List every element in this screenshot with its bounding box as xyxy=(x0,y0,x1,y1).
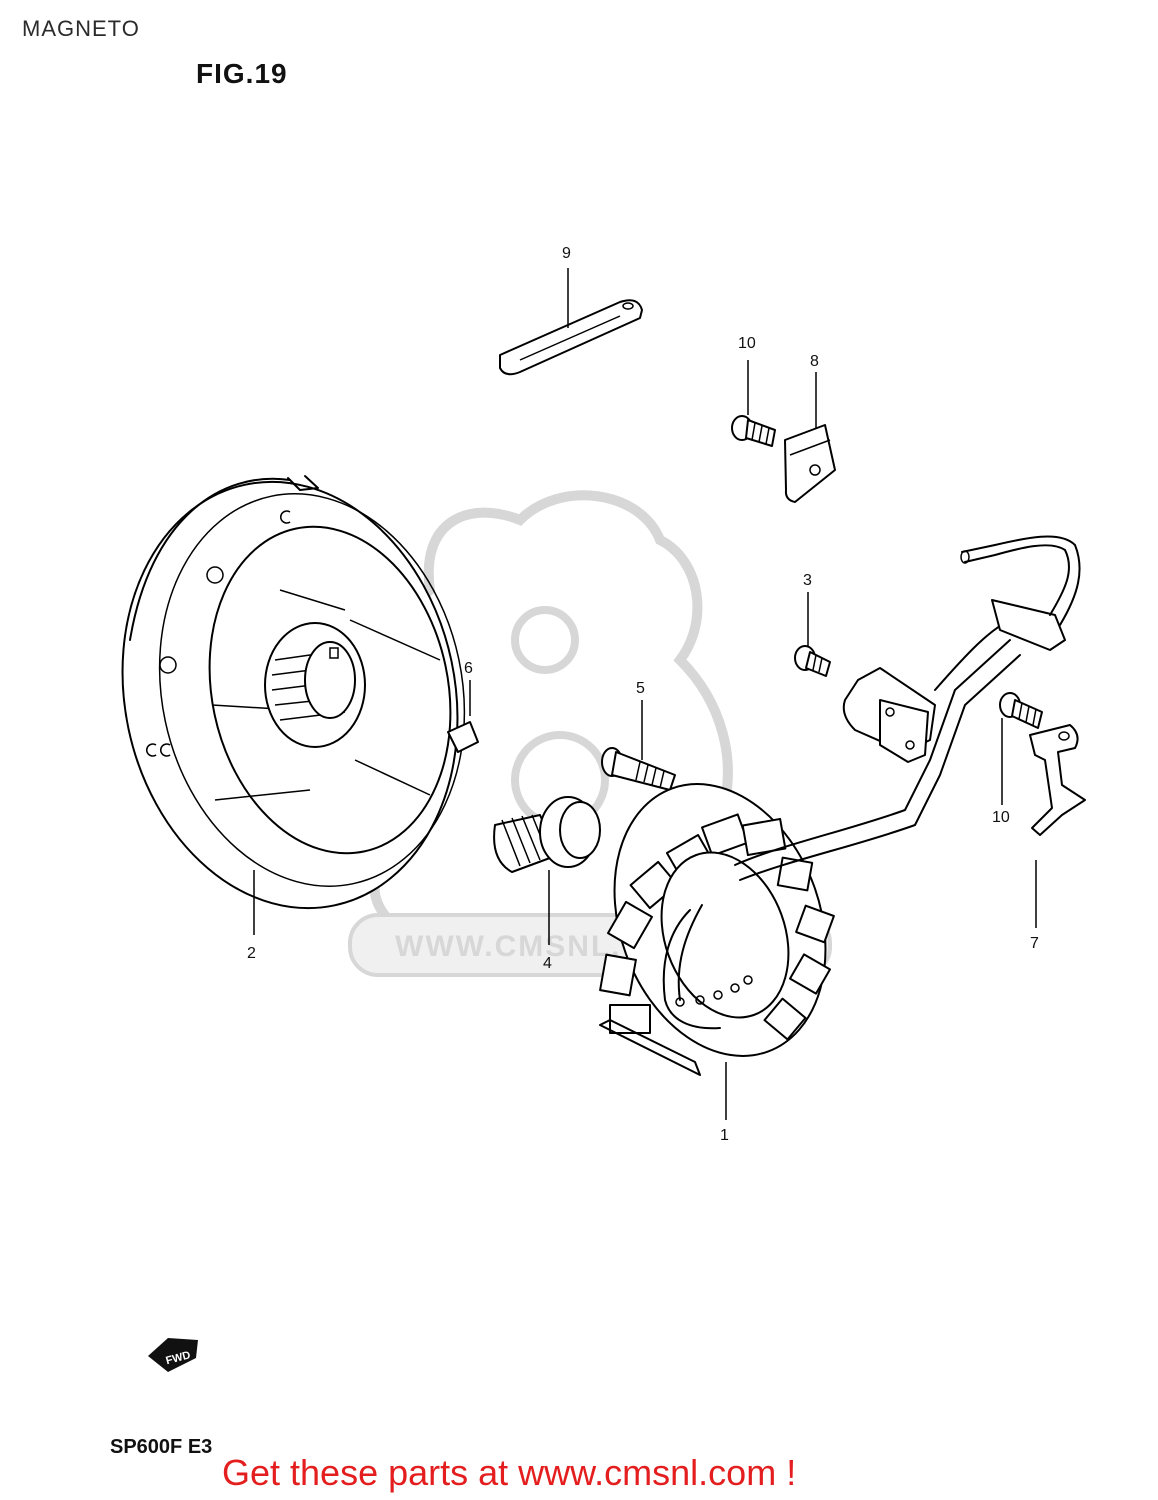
part-bracket xyxy=(1029,724,1086,928)
callout-8: 8 xyxy=(810,353,819,370)
model-code: SP600F E3 xyxy=(110,1436,213,1458)
callout-3: 3 xyxy=(803,572,812,589)
part-harness xyxy=(734,535,1081,881)
part-rotor xyxy=(121,475,466,935)
callout-4: 4 xyxy=(543,955,552,972)
part-rotor-bolt xyxy=(493,796,601,945)
part-screw-3 xyxy=(794,592,831,677)
cta-link[interactable]: Get these parts at www.cmsnl.com ! xyxy=(222,1452,797,1493)
part-clamp-strip xyxy=(499,268,643,376)
page-title: MAGNETO xyxy=(22,16,140,41)
part-bolt xyxy=(601,700,676,791)
callout-10-top: 10 xyxy=(738,335,756,352)
callout-5: 5 xyxy=(636,680,645,697)
forward-direction-badge: FWD xyxy=(148,1338,198,1372)
part-screw-right xyxy=(999,692,1043,805)
callout-6: 6 xyxy=(464,660,473,677)
part-key xyxy=(447,680,479,753)
callout-1: 1 xyxy=(720,1127,729,1144)
figure-number: FIG.19 xyxy=(196,58,288,89)
callout-9: 9 xyxy=(562,245,571,262)
part-screw-top xyxy=(731,360,776,447)
callout-2: 2 xyxy=(247,945,256,962)
part-stator xyxy=(599,783,835,1120)
callout-7: 7 xyxy=(1030,935,1039,952)
callout-10-right: 10 xyxy=(992,809,1010,826)
part-clip xyxy=(784,372,836,503)
